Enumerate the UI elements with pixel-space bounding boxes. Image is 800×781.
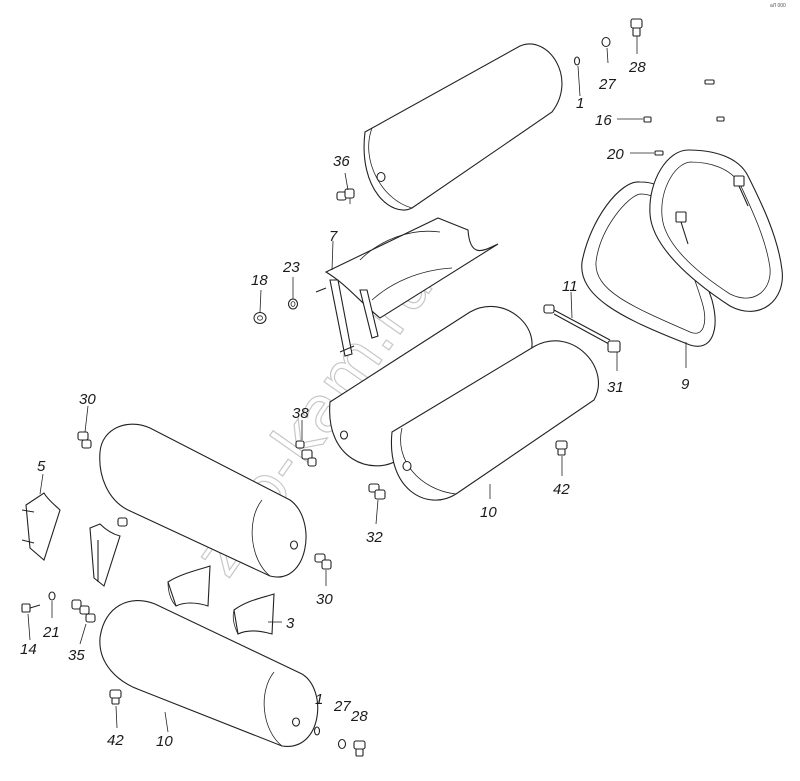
cradle-3-left — [167, 565, 211, 607]
receiver-tank-top — [363, 43, 563, 211]
receiver-tank-bottom — [99, 600, 319, 747]
bracket-5-right — [89, 523, 121, 587]
corner-code: аЛ 000 — [770, 3, 786, 9]
receiver-tank-left — [99, 423, 307, 578]
callout-31: 31 — [607, 379, 624, 396]
callout-36: 36 — [333, 153, 350, 170]
callout-18: 18 — [251, 272, 268, 289]
washer-23 — [287, 298, 299, 310]
callout-9: 9 — [681, 376, 690, 393]
bracket-5-left — [21, 492, 61, 561]
drain-plug-28-bot — [353, 740, 366, 757]
receiver-tank-middle-front — [390, 340, 599, 501]
fitting-32 — [368, 483, 386, 500]
fitting-35 — [71, 599, 96, 623]
callout-1-bot: 1 — [315, 691, 323, 708]
callout-27-bot: 27 — [333, 698, 351, 715]
drain-plug-28-top — [630, 18, 643, 37]
nut-top-right — [704, 79, 715, 85]
callout-23: 23 — [282, 259, 300, 276]
callout-35: 35 — [68, 647, 85, 664]
bolt-top-right — [716, 116, 725, 122]
callout-28-bot: 28 — [350, 708, 368, 725]
seal-ring-1-bot — [313, 726, 321, 736]
cradle-3-right — [232, 593, 275, 635]
connecting-pipe-11 — [543, 304, 621, 353]
seal-ring-27-bot — [337, 738, 347, 750]
tank-strap-9 — [581, 149, 783, 347]
plug-left-tank — [117, 517, 128, 527]
seal-ring-1-top — [573, 56, 581, 66]
callout-20: 20 — [606, 146, 624, 163]
seal-ring-27-top — [601, 36, 611, 48]
callout-labels: 27 28 1 16 20 36 7 18 23 11 31 9 30 38 5… — [20, 59, 690, 750]
fitting-38 — [295, 440, 317, 467]
callout-10-mid: 10 — [480, 504, 497, 521]
callout-42-mid: 42 — [553, 481, 570, 498]
fitting-36 — [336, 188, 355, 204]
callout-27-top: 27 — [598, 76, 616, 93]
leader-lines — [27, 36, 687, 733]
washer-21 — [48, 591, 56, 601]
tank-bracket-7 — [315, 217, 499, 357]
callout-30-left: 30 — [79, 391, 96, 408]
callout-32: 32 — [366, 529, 383, 546]
callout-3: 3 — [286, 615, 295, 632]
callout-30-mid: 30 — [316, 591, 333, 608]
fitting-30-left — [77, 431, 92, 449]
washer-20 — [654, 150, 664, 156]
callout-42-bot: 42 — [107, 732, 124, 749]
bolt-14 — [21, 603, 41, 613]
callout-16: 16 — [595, 112, 612, 129]
drain-plug-42-bot — [109, 689, 122, 705]
callout-5: 5 — [37, 458, 46, 475]
drain-plug-42-mid — [555, 440, 568, 456]
fitting-30-mid — [314, 553, 332, 570]
nut-16 — [643, 116, 652, 123]
callout-1-top: 1 — [576, 95, 584, 112]
callout-10-bot: 10 — [156, 733, 173, 750]
callout-14: 14 — [20, 641, 37, 658]
callout-28-top: 28 — [628, 59, 646, 76]
callout-38: 38 — [292, 405, 309, 422]
callout-11: 11 — [562, 278, 578, 295]
nut-18 — [253, 311, 267, 325]
callout-21: 21 — [42, 624, 60, 641]
callout-7: 7 — [329, 228, 338, 245]
